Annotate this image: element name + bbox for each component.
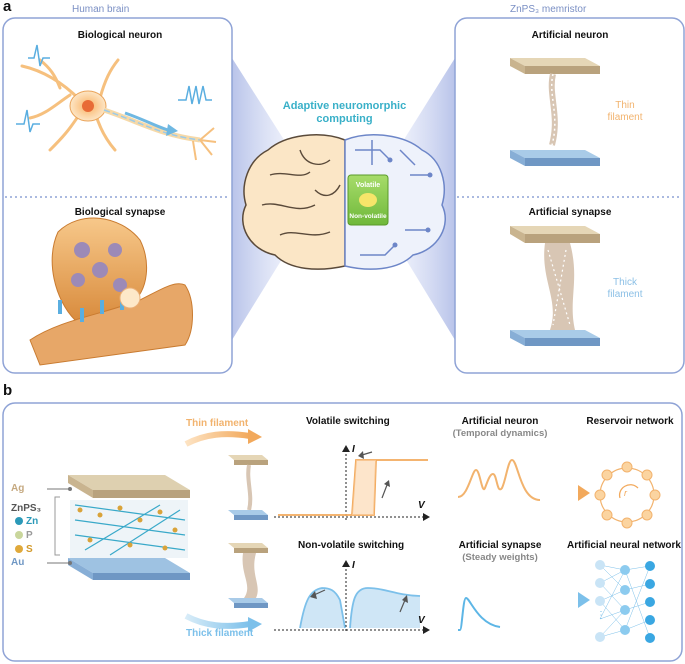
volatile-switching-plot bbox=[274, 445, 430, 521]
panel-b-letter: b bbox=[3, 382, 13, 399]
left-frame bbox=[2, 17, 233, 374]
panel-a-letter: a bbox=[3, 0, 12, 15]
p-label: P bbox=[26, 530, 33, 541]
ann-title: Artificial neural network bbox=[567, 540, 681, 551]
memristor-title: ZnPS₃ memristor bbox=[510, 4, 587, 15]
human-brain-title: Human brain bbox=[72, 4, 130, 15]
volatile-switching-title: Volatile switching bbox=[306, 416, 390, 427]
au-label: Au bbox=[11, 557, 25, 568]
chip-volatile-label: Volatile bbox=[355, 182, 381, 189]
nonvolatile-axis-i: I bbox=[352, 560, 355, 571]
bio-neuron-title: Biological neuron bbox=[77, 30, 163, 41]
panel-b-frame bbox=[2, 402, 683, 662]
layered-device bbox=[15, 475, 190, 580]
art-neuron-sub: (Temporal dynamics) bbox=[452, 428, 548, 439]
znps3-label: ZnPS₃ bbox=[11, 503, 42, 514]
thick-filament-b-label: Thick filament bbox=[186, 628, 254, 639]
nonvolatile-switching-title: Non-volatile switching bbox=[298, 540, 405, 551]
reservoir-network bbox=[558, 461, 661, 529]
art-synapse-sub: (Steady weights) bbox=[462, 552, 538, 563]
synapse-decay-trace bbox=[458, 596, 501, 631]
art-neuron-device bbox=[510, 58, 600, 166]
art-neuron-b-title: Artificial neuron bbox=[461, 416, 539, 427]
reservoir-title: Reservoir network bbox=[586, 416, 674, 427]
s-label: S bbox=[26, 544, 33, 555]
neural-network bbox=[560, 560, 655, 643]
zn-label: Zn bbox=[26, 516, 39, 527]
neuron-spike-trace bbox=[457, 458, 541, 501]
chip-nonvolatile-label: Non-volatile bbox=[349, 213, 387, 220]
art-synapse-title: Artificial synapse bbox=[528, 207, 612, 218]
art-neuron-title: Artificial neuron bbox=[531, 30, 609, 41]
art-synapse-device bbox=[510, 226, 600, 346]
brain-illustration bbox=[242, 134, 446, 270]
right-frame bbox=[454, 17, 685, 374]
volatile-axis-v: V bbox=[418, 500, 425, 511]
ann-dots: ⋮ bbox=[596, 610, 606, 621]
neuron-illustration bbox=[16, 44, 217, 161]
volatile-axis-i: I bbox=[352, 444, 355, 455]
reservoir-r-label: r bbox=[624, 488, 627, 498]
thin-filament-b-label: Thin filament bbox=[186, 418, 249, 429]
small-thick-device bbox=[228, 543, 268, 608]
small-thin-device bbox=[228, 455, 268, 520]
synapse-illustration bbox=[29, 217, 193, 366]
ag-label: Ag bbox=[11, 483, 25, 494]
bio-synapse-title: Biological synapse bbox=[74, 207, 166, 218]
nonvolatile-switching-plot bbox=[274, 560, 430, 634]
nonvolatile-axis-v: V bbox=[418, 615, 425, 626]
art-synapse-b-title: Artificial synapse bbox=[458, 540, 542, 551]
